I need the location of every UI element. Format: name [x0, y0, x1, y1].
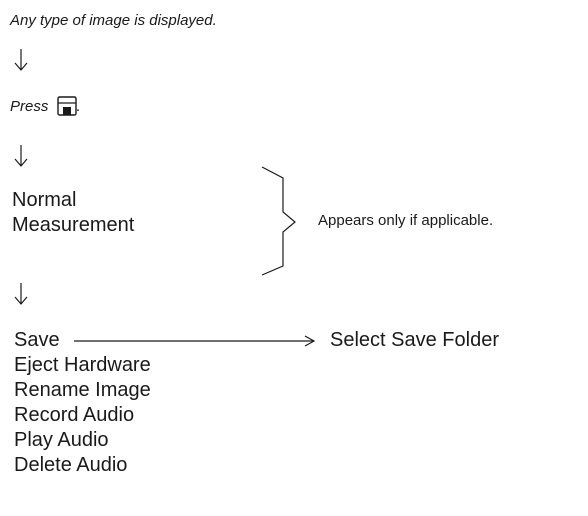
- conditional-menu: Normal Measurement: [12, 188, 134, 238]
- main-menu: Save Eject Hardware Rename Image Record …: [14, 328, 151, 478]
- menu-item-delete-audio: Delete Audio: [14, 454, 128, 476]
- step-press-period: .: [76, 98, 81, 115]
- menu-item-eject-hardware: Eject Hardware: [14, 354, 151, 376]
- menu-item-measurement: Measurement: [12, 214, 135, 236]
- step-press-save: Press .: [10, 96, 81, 121]
- menu-item-record-audio: Record Audio: [14, 404, 135, 426]
- step-image-displayed: Any type of image is displayed.: [10, 12, 217, 29]
- applicable-note: Appears only if applicable.: [318, 212, 494, 229]
- down-arrow-icon: [14, 145, 28, 167]
- down-arrow-icon: [14, 283, 28, 305]
- menu-item-save: Save: [14, 329, 60, 351]
- step-press-label: Press: [10, 98, 49, 115]
- menu-item-normal: Normal: [12, 189, 77, 211]
- select-save-folder-label: Select Save Folder: [330, 329, 499, 351]
- menu-item-rename-image: Rename Image: [14, 379, 151, 401]
- menu-item-play-audio: Play Audio: [14, 429, 109, 451]
- down-arrow-icon: [14, 49, 28, 71]
- save-icon: [56, 96, 77, 121]
